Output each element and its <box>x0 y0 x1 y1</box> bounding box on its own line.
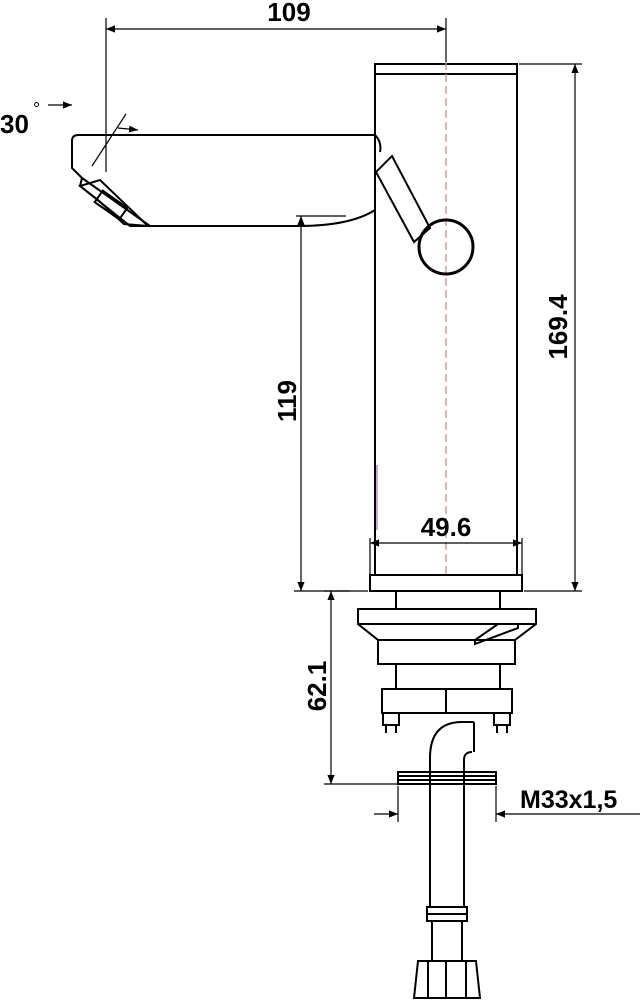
dim-body-height: 169.4 <box>543 294 573 360</box>
dim-total-width: 109 <box>267 0 310 27</box>
hose-nut <box>412 960 482 999</box>
lever-knob <box>417 218 475 276</box>
dim-spout-height: 119 <box>272 380 302 422</box>
lever-handle <box>374 154 475 276</box>
dim-angle: 30 <box>0 109 29 139</box>
dimension-lines <box>48 18 640 822</box>
dim-body-diameter: 49.6 <box>421 512 472 542</box>
base-ring <box>369 574 523 592</box>
dim-thread-size: M33x1,5 <box>520 786 617 814</box>
dim-angle-unit: ° <box>33 99 40 119</box>
aerator <box>77 178 151 228</box>
mounting-assembly <box>357 590 537 785</box>
supply-hose <box>412 721 482 999</box>
spout <box>71 134 382 228</box>
dim-mounting-depth: 62.1 <box>302 661 332 712</box>
